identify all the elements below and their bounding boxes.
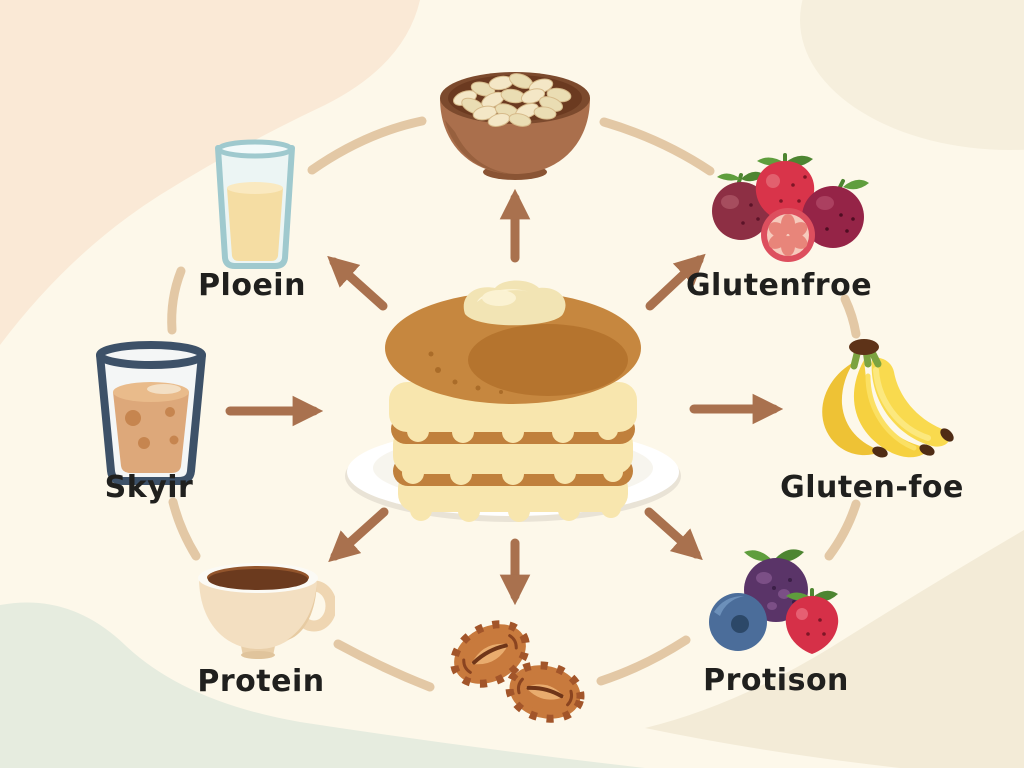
node-pecans [435,612,595,734]
skyr-glass-icon [96,341,206,485]
label-berry-mix: Protison [703,663,849,698]
node-pancakes [343,280,683,525]
connector-berrymix-pecans [596,635,691,686]
blob-beige-top-right [800,0,1024,150]
connector-pecans-coffee [333,639,435,692]
connector-oats-berries [599,117,715,176]
coffee-cup-icon [198,563,335,659]
milk-glass-icon [215,139,295,269]
connector-coffee-skyr [168,497,201,561]
node-berry-mix [700,542,848,660]
arrow-to-coffee [328,507,389,563]
arrow-to-milk [327,255,388,311]
berry-mix-icon [709,549,839,654]
node-oat-bowl [435,52,595,182]
blob-beige-bottom-right [645,530,1024,768]
label-milk: Ploein [198,268,306,303]
pancake-stack-icon [345,280,681,522]
node-coffee-cup [183,552,335,660]
bananas-icon [822,339,954,458]
connector-skyr-milk [167,266,186,335]
oat-bowl-icon [440,72,590,180]
connector-bananas-berrymix [824,499,861,561]
node-bananas [806,336,954,468]
node-milk-glass [205,136,305,272]
label-coffee: Protein [197,664,325,699]
arrow-to-berries [645,253,706,311]
node-berries [703,145,871,263]
connector-berries-bananas [840,294,861,339]
node-skyr-glass [88,340,214,490]
pecans-icon [450,620,585,723]
label-berries: Glutenfroe [685,268,873,303]
berries-icon [712,153,869,262]
label-bananas: Gluten-foe [780,470,964,505]
butter-pat [463,280,566,326]
arrow-to-berry-mix [644,507,703,561]
blob-green-bottom-left [0,602,645,768]
label-skyr: Skyir [104,470,194,505]
blob-peach-top-left [0,0,420,345]
connector-milk-oats [307,116,427,175]
